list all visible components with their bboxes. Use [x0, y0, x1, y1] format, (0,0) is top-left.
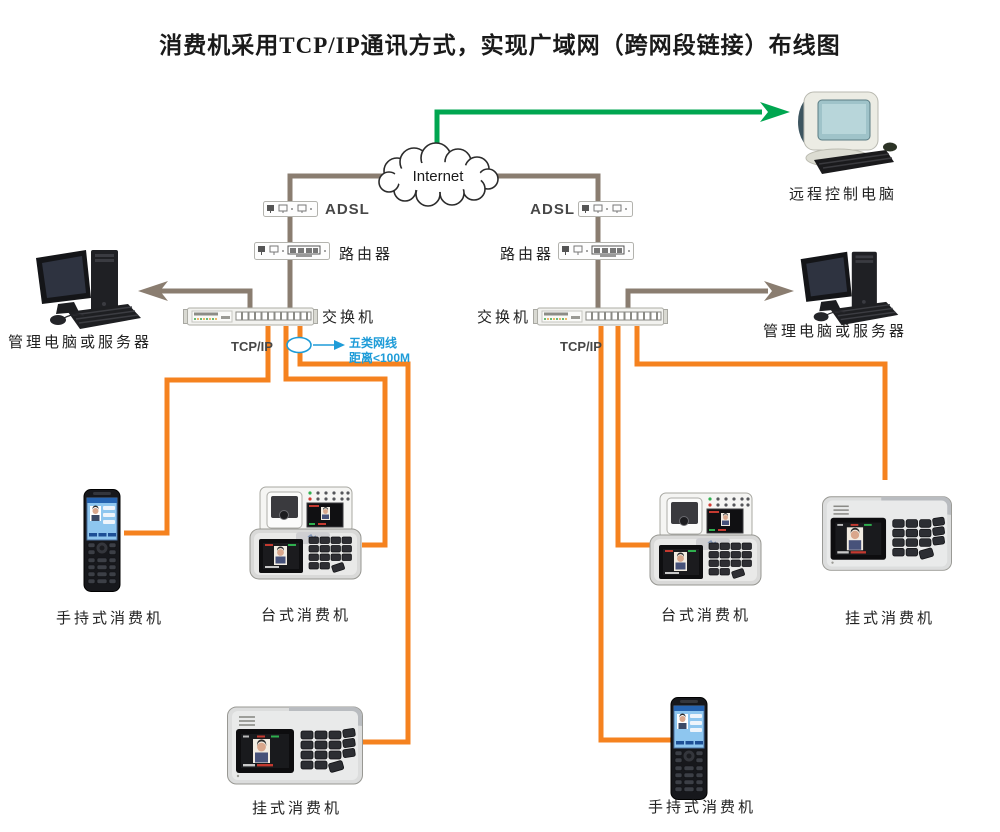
remote-access-arrow	[434, 102, 790, 158]
remote-pc-label: 远程控制电脑	[788, 187, 897, 203]
remote-pc	[788, 84, 903, 180]
handheld-label-left: 手持式消费机	[55, 611, 164, 627]
mgmt-pc-right	[793, 248, 905, 327]
cat5-callout	[286, 336, 345, 354]
mgmt-pc-left	[28, 246, 148, 331]
tcpip-label-right: TCP/IP	[560, 339, 602, 354]
cat5-note-line1: 五类网线	[349, 336, 398, 350]
cat5-note-line2: 距离<100M	[349, 351, 411, 365]
router-left	[254, 242, 330, 260]
adsl-label-right: ADSL	[530, 201, 575, 218]
mgmt-pc-label-left: 管理电脑或服务器	[7, 335, 152, 351]
internet-cloud	[378, 142, 499, 207]
desktop-label-left: 台式消费机	[260, 608, 351, 624]
router-label-left: 路由器	[339, 247, 394, 263]
router-right	[558, 242, 634, 260]
switch-label-left: 交换机	[322, 310, 377, 326]
wall-label-left: 挂式消费机	[251, 801, 342, 817]
desktop-terminal-right	[648, 491, 763, 588]
handheld-label-right: 手持式消费机	[647, 800, 756, 816]
wall-label-right: 挂式消费机	[844, 611, 935, 627]
router-label-right: 路由器	[500, 247, 555, 263]
handheld-terminal-left	[83, 489, 121, 593]
mgmt-pc-label-right: 管理电脑或服务器	[762, 324, 907, 340]
wall-terminal-right	[822, 492, 952, 576]
handheld-terminal-right	[670, 697, 708, 801]
trunk-lines	[138, 173, 794, 309]
switch-left	[183, 307, 318, 326]
desktop-terminal-left	[248, 485, 363, 582]
internet-label: Internet	[412, 168, 464, 185]
adsl-label-left: ADSL	[325, 201, 370, 218]
right-cables	[598, 326, 888, 743]
wall-terminal-left	[227, 705, 363, 787]
desktop-label-right: 台式消费机	[660, 608, 751, 624]
adsl-modem-right	[578, 201, 633, 217]
diagram-title: 消费机采用TCP/IP通讯方式，实现广域网（跨网段链接）布线图	[159, 33, 841, 58]
switch-label-right: 交换机	[477, 310, 532, 326]
adsl-modem-left	[263, 201, 318, 217]
switch-right	[533, 307, 668, 326]
tcpip-label-left: TCP/IP	[231, 339, 273, 354]
